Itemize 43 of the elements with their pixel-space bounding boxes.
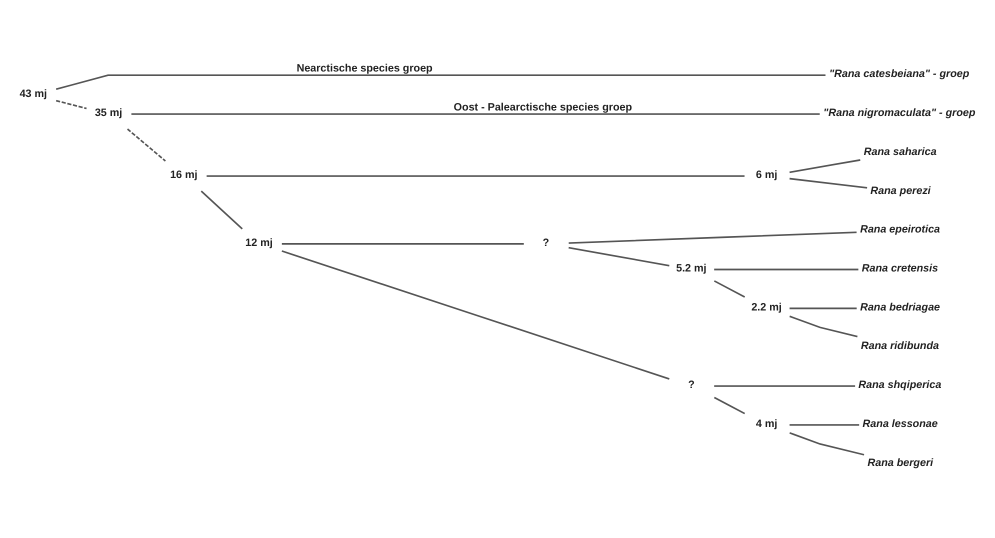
connector — [714, 280, 746, 298]
node-text: ? — [688, 378, 695, 391]
connector — [714, 396, 746, 414]
connector — [131, 112, 820, 114]
node-text: "Rana nigromaculata" - groep — [823, 106, 976, 119]
connector — [790, 424, 860, 426]
node-text: 16 mj — [170, 168, 198, 181]
node-text: Rana ridibunda — [860, 340, 940, 352]
node-text: Rana bergeri — [868, 456, 934, 468]
node-text: Rana cretensis — [862, 262, 938, 274]
node-text: 35 mj — [94, 106, 122, 119]
node-text: Rana saharica — [864, 145, 937, 158]
connector — [126, 128, 166, 162]
connector — [282, 242, 524, 244]
node-text: 43 mj — [20, 88, 48, 100]
connector — [789, 315, 858, 337]
edge-label: Nearctische species groep — [296, 62, 433, 74]
node-text: 5.2 mj — [676, 262, 707, 274]
connector — [568, 230, 857, 244]
connector — [789, 158, 860, 173]
connector — [790, 307, 857, 309]
connector — [789, 177, 868, 188]
connector — [282, 250, 670, 380]
node-text: Rana shqiperica — [858, 378, 942, 391]
edge-label: Oost - Palearctische species groep — [454, 100, 632, 113]
node-text: 6 mj — [756, 168, 778, 181]
connector — [206, 174, 745, 176]
connector — [714, 268, 858, 270]
node-text: 4 mj — [756, 417, 778, 430]
node-text: Rana lessonae — [862, 417, 938, 430]
node-text: 12 mj — [245, 236, 273, 248]
connector — [56, 99, 87, 109]
node-text: 2.2 mj — [751, 300, 782, 313]
node-text: Rana bedriagae — [860, 300, 940, 313]
node-text: ? — [542, 236, 550, 248]
connector — [56, 74, 826, 90]
connector — [789, 432, 864, 456]
connector — [714, 384, 856, 386]
node-text: Rana epeirotica — [860, 223, 940, 236]
connector — [200, 190, 243, 229]
node-text: "Rana catesbeiana" - groep — [829, 68, 970, 80]
connector — [568, 246, 670, 266]
node-text: Rana perezi — [870, 184, 931, 196]
